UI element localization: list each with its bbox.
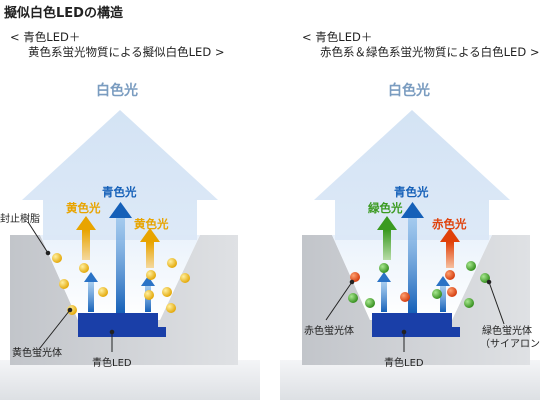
right-white-light-label: 白色光 xyxy=(388,83,430,99)
green-phosphor-label: 緑色蛍光体 xyxy=(482,326,532,337)
left-blue-led-label: 青色LED xyxy=(92,358,132,369)
right-blue-light-label: 青色光 xyxy=(394,185,429,199)
cup-walls xyxy=(10,235,238,365)
green-light-arrow xyxy=(377,216,397,260)
cup-walls xyxy=(302,235,530,365)
left-diagram: 白色光 青色光 黄色光 黄色光 封止樹脂 黄色蛍光体 青色LED xyxy=(0,70,260,400)
page-title: 擬似白色LEDの構造 xyxy=(4,6,123,21)
yellow-light-arrows xyxy=(76,216,160,268)
left-blue-light-label: 青色光 xyxy=(102,185,137,199)
left-heading: < 青色LED＋ 黄色系蛍光物質による擬似白色LED > xyxy=(10,30,224,60)
sialon-label: （サイアロン） xyxy=(480,339,540,350)
red-light-label: 赤色光 xyxy=(432,217,467,231)
right-diagram-graphic xyxy=(280,110,540,400)
right-heading: < 青色LED＋ 赤色系＆緑色系蛍光物質による白色LED > xyxy=(302,30,539,60)
phosphor-particles xyxy=(348,261,490,308)
green-light-label: 緑色光 xyxy=(368,201,403,215)
left-heading-line2: 黄色系蛍光物質による擬似白色LED > xyxy=(28,45,225,59)
yellow-phosphor-particles xyxy=(52,253,190,315)
left-white-light-label: 白色光 xyxy=(96,83,138,99)
leader-lines xyxy=(325,279,505,352)
red-light-arrow xyxy=(440,228,460,268)
leader-lines xyxy=(27,221,115,352)
right-diagram: 白色光 青色光 緑色光 赤色光 赤色蛍光体 緑色蛍光体 （サイアロン） 青色LE… xyxy=(280,70,540,400)
blue-light-arrows xyxy=(377,202,450,313)
right-heading-line1: < 青色LED＋ xyxy=(302,30,373,44)
yellow-phosphor-label: 黄色蛍光体 xyxy=(12,348,62,359)
left-heading-line1: < 青色LED＋ xyxy=(10,30,81,44)
encapsulant-label: 封止樹脂 xyxy=(0,214,40,225)
right-blue-led-label: 青色LED xyxy=(384,358,424,369)
white-light-arrow xyxy=(22,110,218,240)
white-light-arrow xyxy=(314,110,510,240)
right-heading-line2: 赤色系＆緑色系蛍光物質による白色LED > xyxy=(320,45,540,59)
package-base xyxy=(280,360,540,400)
package-base xyxy=(0,360,260,400)
left-diagram-graphic xyxy=(0,110,260,400)
left-yellow-light-label-1: 黄色光 xyxy=(66,201,101,215)
left-yellow-light-label-2: 黄色光 xyxy=(134,217,169,231)
red-phosphor-label: 赤色蛍光体 xyxy=(304,326,354,337)
